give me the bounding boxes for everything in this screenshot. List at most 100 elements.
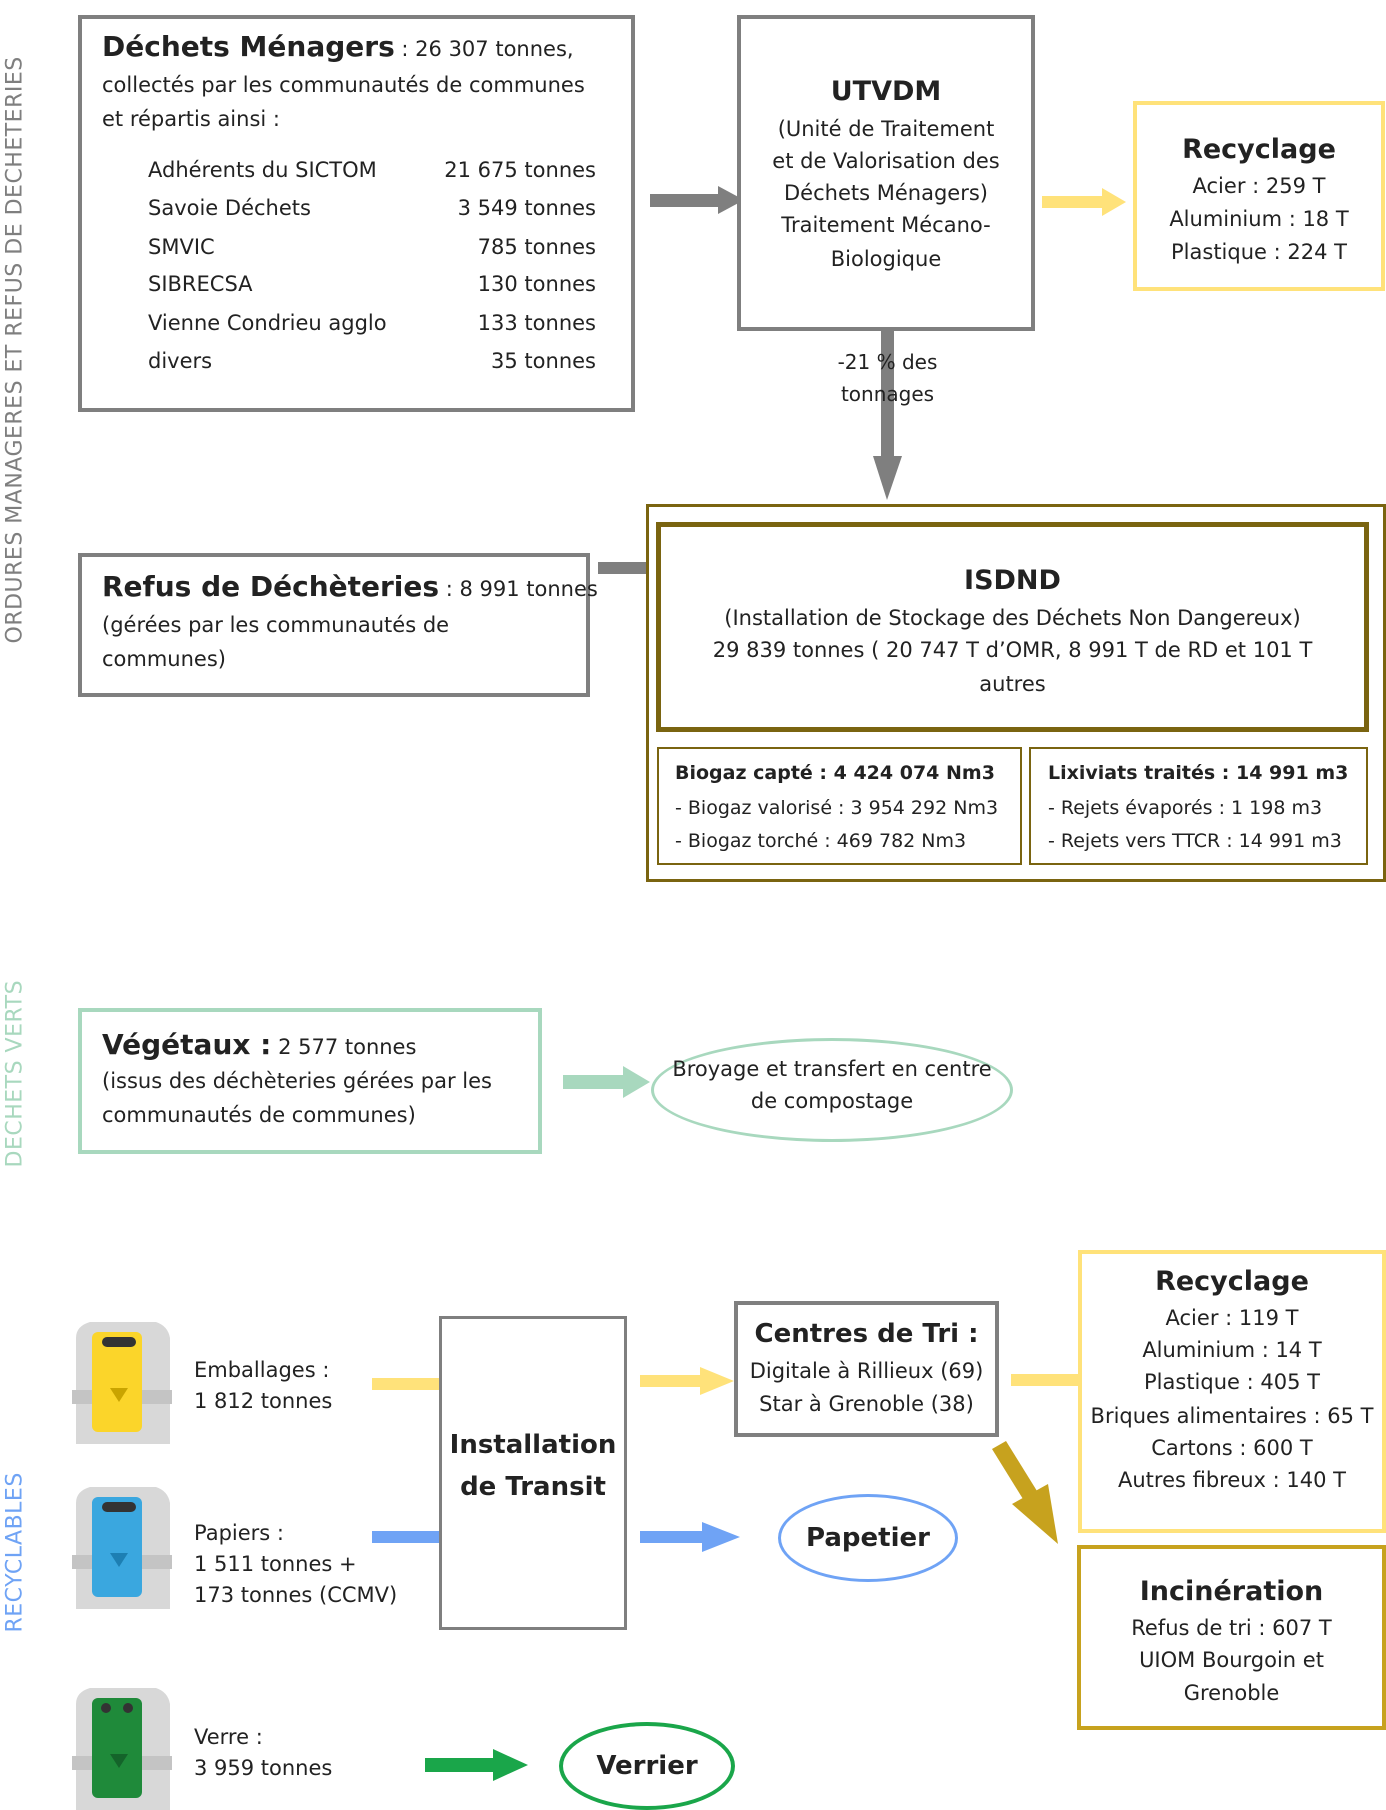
transit-line: de Transit [460, 1472, 606, 1502]
dechets-menagers-line2: collectés par les communautés de commune… [102, 73, 585, 97]
biogaz-box [657, 747, 1022, 865]
centres-tri-box [734, 1301, 999, 1437]
utvdm-box [737, 15, 1035, 331]
table-row-name: SIBRECSA [148, 272, 253, 296]
lixiviats-line: - Rejets vers TTCR : 14 991 m3 [1048, 830, 1342, 852]
table-row-name: Vienne Condrieu agglo [148, 311, 387, 335]
refus-title: Refus de Déchèteries [102, 570, 440, 603]
papetier-label: Papetier [806, 1523, 930, 1553]
incineration-line: Grenoble [1183, 1681, 1280, 1705]
vegetaux-line3: communautés de communes) [102, 1103, 416, 1127]
arrow-verre-to-verrier [425, 1749, 528, 1781]
centres-tri-line: Star à Grenoble (38) [759, 1392, 974, 1416]
refus-line3: communes) [102, 647, 226, 671]
arrow-utvdm-to-isdnd [873, 328, 902, 500]
verrier-label: Verrier [596, 1751, 698, 1781]
vegetaux-line2: (issus des déchèteries gérées par les [102, 1069, 492, 1093]
arrow-transit-to-papetier [640, 1522, 740, 1552]
dechets-menagers-line3: et répartis ainsi : [102, 107, 280, 131]
dechets-menagers-title: Déchets Ménagers [102, 30, 395, 63]
utvdm-line: Traitement Mécano- [781, 213, 991, 237]
centres-tri-line: Digitale à Rillieux (69) [749, 1359, 984, 1383]
recyclage-omr-title: Recyclage [1182, 134, 1336, 165]
centres-tri-title: Centres de Tri : [754, 1319, 979, 1349]
lixiviats-title: Lixiviats traités : 14 991 m3 [1048, 762, 1349, 784]
incineration-line: Refus de tri : 607 T [1131, 1616, 1332, 1640]
utvdm-line: et de Valorisation des [772, 149, 1000, 173]
broyage-line: de compostage [750, 1089, 914, 1113]
lixiviats-line: - Rejets évaporés : 1 198 m3 [1048, 797, 1323, 819]
incineration-box [1077, 1545, 1386, 1730]
recyclage-omr-line: Aluminium : 18 T [1169, 207, 1349, 231]
recyclage-omr-box [1133, 101, 1385, 291]
emballages-amount: 1 812 tonnes [194, 1389, 333, 1413]
refus-line2: (gérées par les communautés de [102, 613, 450, 637]
isdnd-line: 29 839 tonnes ( 20 747 T d’OMR, 8 991 T … [712, 638, 1313, 662]
refus-heading: Refus de Déchèteries : 8 991 tonnes [102, 572, 598, 604]
vegetaux-heading: Végétaux : 2 577 tonnes [102, 1030, 416, 1062]
table-row-name: Savoie Déchets [148, 196, 311, 220]
recyclage-tri-line: Cartons : 600 T [1151, 1436, 1313, 1460]
table-row-value: 130 tonnes [477, 272, 596, 296]
transit-box [439, 1316, 627, 1630]
recyclage-omr-line: Acier : 259 T [1192, 174, 1326, 198]
dechets-menagers-box [78, 15, 635, 412]
table-row-name: divers [148, 349, 213, 373]
broyage-ellipse [651, 1038, 1013, 1142]
recyclage-tri-line: Plastique : 405 T [1144, 1370, 1320, 1394]
verrier-ellipse [559, 1722, 735, 1810]
reduction-note: -21 % des [837, 350, 938, 374]
arrow-transit-to-tri [640, 1367, 734, 1395]
table-row-value: 3 549 tonnes [457, 196, 596, 220]
recyclage-tri-line: Briques alimentaires : 65 T [1090, 1404, 1374, 1428]
biogaz-line: - Biogaz valorisé : 3 954 292 Nm3 [675, 797, 999, 819]
reduction-note: tonnages [840, 382, 935, 406]
recyclage-tri-line: Autres fibreux : 140 T [1117, 1468, 1347, 1492]
arrow-dm-to-utvdm [650, 186, 744, 214]
papiers-amount-ccmv: 173 tonnes (CCMV) [194, 1583, 398, 1607]
table-row-name: Adhérents du SICTOM [148, 158, 377, 182]
arrow-utvdm-to-recyclage [1042, 188, 1126, 216]
refus-box [78, 553, 590, 697]
recyclage-omr-line: Plastique : 224 T [1171, 240, 1347, 264]
biogaz-line: - Biogaz torché : 469 782 Nm3 [675, 830, 967, 852]
biogaz-title: Biogaz capté : 4 424 074 Nm3 [675, 762, 995, 784]
dechets-menagers-amount: : 26 307 tonnes, [394, 37, 574, 61]
recyclage-tri-line: Acier : 119 T [1165, 1306, 1299, 1330]
verre-amount: 3 959 tonnes [194, 1756, 333, 1780]
utvdm-line: (Unité de Traitement [777, 117, 995, 141]
lixiviats-box [1029, 747, 1368, 865]
isdnd-line: (Installation de Stockage des Déchets No… [724, 606, 1301, 630]
vegetaux-title: Végétaux : [102, 1028, 272, 1061]
table-row-value: 133 tonnes [477, 311, 596, 335]
vegetaux-amount: 2 577 tonnes [271, 1035, 417, 1059]
recyclage-tri-line: Aluminium : 14 T [1142, 1338, 1322, 1362]
arrow-vegetaux-to-broyage [563, 1066, 650, 1098]
utvdm-title: UTVDM [830, 76, 942, 107]
table-row-value: 785 tonnes [477, 235, 596, 259]
table-row-value: 35 tonnes [491, 349, 596, 373]
refus-amount: : 8 991 tonnes [439, 577, 598, 601]
isdnd-box [656, 522, 1369, 732]
verre-label: Verre : [194, 1725, 263, 1749]
recyclage-tri-box [1078, 1250, 1386, 1533]
dechets-menagers-heading: Déchets Ménagers : 26 307 tonnes, [102, 32, 574, 64]
incineration-line: UIOM Bourgoin et [1139, 1648, 1324, 1672]
table-row-name: SMVIC [148, 235, 215, 259]
arrow-tri-to-incineration [992, 1441, 1058, 1544]
utvdm-line: Déchets Ménagers) [784, 181, 988, 205]
transit-line: Installation [449, 1430, 617, 1460]
isdnd-title: ISDND [964, 565, 1061, 596]
papetier-ellipse [778, 1494, 958, 1582]
papiers-label: Papiers : [194, 1521, 284, 1545]
vegetaux-box [78, 1008, 542, 1154]
incineration-title: Incinération [1139, 1576, 1324, 1607]
papiers-amount: 1 511 tonnes + [194, 1552, 357, 1576]
utvdm-line: Biologique [830, 247, 942, 271]
isdnd-line: autres [979, 672, 1046, 696]
emballages-label: Emballages : [194, 1358, 330, 1382]
broyage-line: Broyage et transfert en centre [672, 1057, 992, 1081]
recyclage-tri-title: Recyclage [1155, 1266, 1309, 1297]
table-row-value: 21 675 tonnes [444, 158, 596, 182]
